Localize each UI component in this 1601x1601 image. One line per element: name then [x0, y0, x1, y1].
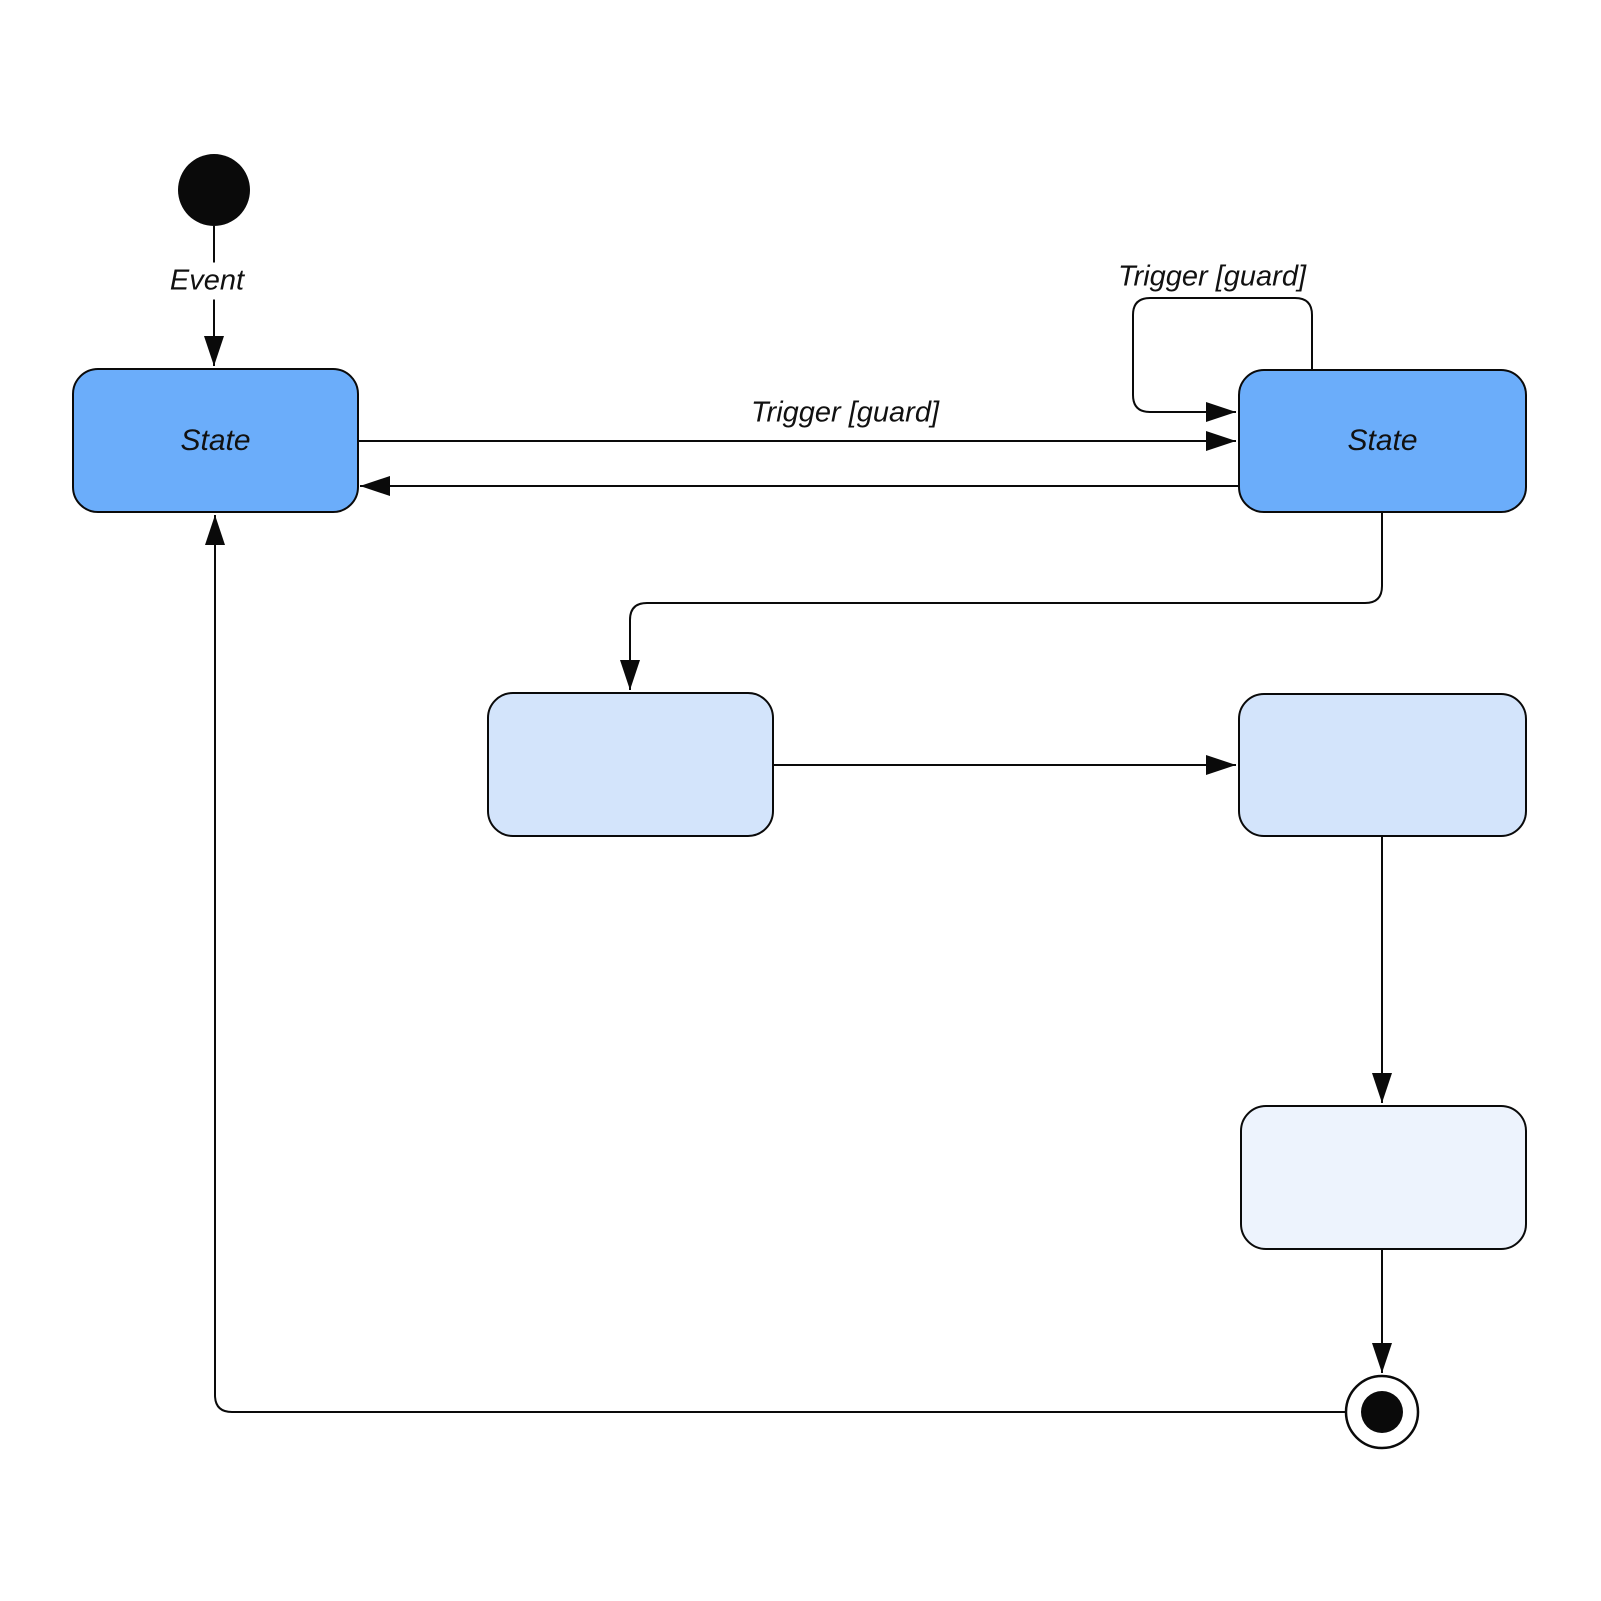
- state-node-mid-right: [1238, 693, 1527, 837]
- state-node-top-right: State: [1238, 369, 1527, 513]
- state-node-mid-left: [487, 692, 774, 837]
- state-label: State: [1347, 424, 1418, 457]
- edge-final-to-top-left: [205, 515, 1345, 1413]
- initial-state-node: [178, 154, 250, 226]
- state-label: State: [180, 423, 251, 457]
- edge-top-right-to-mid-left: [620, 513, 1383, 690]
- edge-label-event: Event: [162, 262, 252, 300]
- state-node-bottom: [1240, 1105, 1527, 1250]
- state-node-top-left: State: [72, 368, 359, 513]
- edge-label-transition-trigger-guard: Trigger [guard]: [743, 394, 947, 432]
- edge-label-self-loop-trigger-guard: Trigger [guard]: [1110, 258, 1314, 296]
- edge-top-right-self-loop: [1132, 297, 1313, 422]
- final-state-node: [1361, 1391, 1403, 1433]
